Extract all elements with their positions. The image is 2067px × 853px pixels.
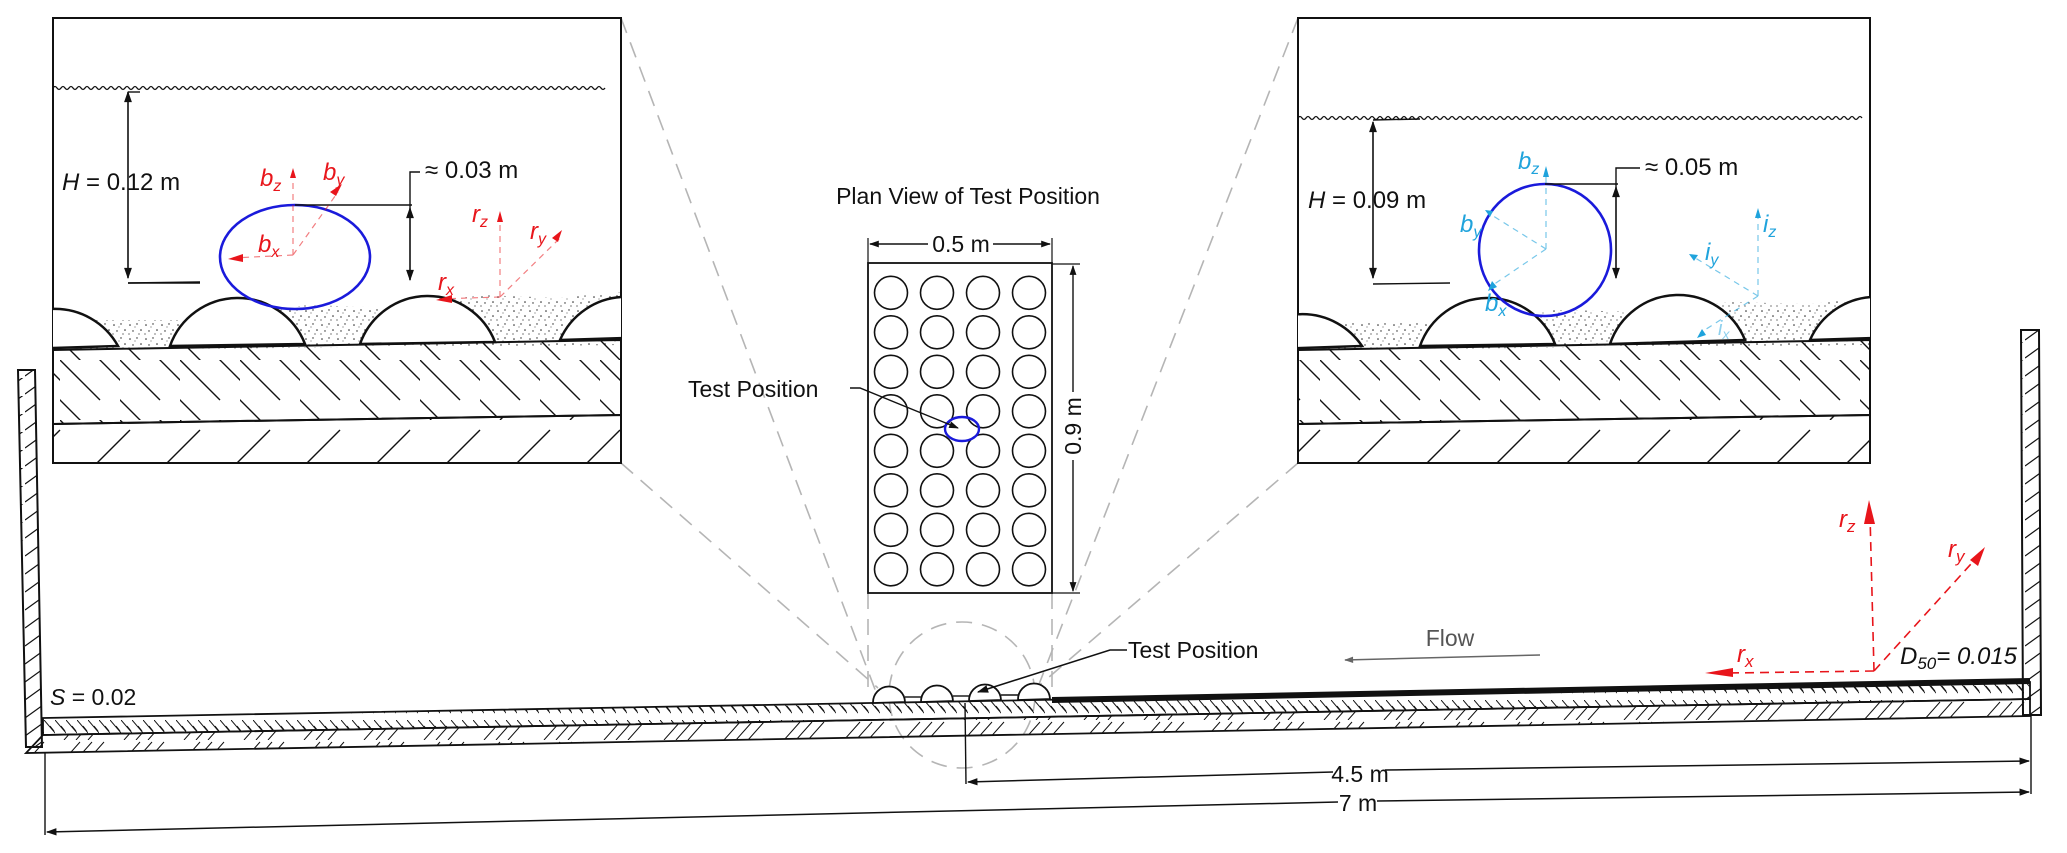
flume-test-position-label: Test Position bbox=[1128, 637, 1258, 663]
right-bz-label: bz bbox=[1518, 148, 1539, 178]
bed-grains bbox=[53, 294, 621, 350]
plan-grain bbox=[919, 472, 955, 508]
plan-grain bbox=[1011, 512, 1047, 548]
right-detail-panel: H = 0.09 m ≈ 0.05 m bz by bx iz iy ix bbox=[1297, 17, 1871, 464]
plan-grain bbox=[873, 393, 909, 429]
right-inertial-axes bbox=[1691, 215, 1759, 334]
left-ry-label: ry bbox=[530, 218, 547, 248]
right-ix-label: ix bbox=[1718, 318, 1730, 342]
right-iz-label: iz bbox=[1763, 211, 1776, 241]
zoom-guide-lines bbox=[620, 17, 1299, 769]
plan-grain bbox=[873, 472, 909, 508]
plan-grain bbox=[873, 314, 909, 350]
plan-length-label: 0.9 m bbox=[1060, 397, 1086, 455]
plan-grain bbox=[873, 275, 909, 311]
plan-grain bbox=[873, 354, 909, 390]
plan-grain bbox=[873, 551, 909, 587]
left-ref-axes bbox=[437, 218, 561, 300]
roughness-layer bbox=[1052, 678, 2030, 703]
dim-4-5m-label: 4.5 m bbox=[1331, 761, 1389, 787]
plan-grain bbox=[965, 314, 1001, 350]
plan-grain bbox=[1011, 275, 1047, 311]
plan-view-title: Plan View of Test Position bbox=[836, 183, 1100, 209]
plan-grain bbox=[1011, 433, 1047, 469]
plan-grain bbox=[919, 393, 955, 429]
right-wall bbox=[2019, 329, 2043, 716]
plan-grain bbox=[965, 433, 1001, 469]
plan-test-position-label: Test Position bbox=[688, 376, 818, 402]
plan-grain bbox=[965, 472, 1001, 508]
right-bx-label: bx bbox=[1485, 290, 1507, 320]
right-protrusion-label: ≈ 0.05 m bbox=[1645, 154, 1738, 181]
left-by-label: by bbox=[323, 159, 345, 189]
left-protrusion-label: ≈ 0.03 m bbox=[425, 157, 518, 184]
right-body-axes bbox=[1489, 170, 1547, 286]
left-wall bbox=[16, 369, 44, 748]
plan-grain bbox=[919, 354, 955, 390]
plan-grain bbox=[919, 512, 955, 548]
flow-label: Flow bbox=[1426, 625, 1475, 651]
flume-ref-axes bbox=[1727, 514, 1981, 674]
bed-grains bbox=[1298, 293, 1870, 350]
flow-arrow bbox=[1344, 654, 1541, 663]
flume-rx-label: rx bbox=[1737, 641, 1754, 671]
plan-grain bbox=[873, 512, 909, 548]
plan-grain bbox=[1011, 314, 1047, 350]
center-grains bbox=[872, 682, 1051, 704]
plan-grain bbox=[1011, 551, 1047, 587]
gravel-layer bbox=[1298, 338, 1870, 426]
right-by-label: by bbox=[1460, 211, 1482, 241]
left-rz-label: rz bbox=[472, 201, 488, 231]
plan-width-label: 0.5 m bbox=[932, 231, 990, 257]
plan-grain bbox=[873, 433, 909, 469]
plan-grain bbox=[965, 512, 1001, 548]
plan-grid bbox=[873, 275, 1047, 587]
base-layer bbox=[1298, 413, 1870, 463]
plan-grain bbox=[965, 354, 1001, 390]
plan-grain bbox=[965, 551, 1001, 587]
plan-grain bbox=[919, 314, 955, 350]
bed-lower-layer bbox=[23, 698, 2031, 754]
flume-ry-label: ry bbox=[1948, 536, 1966, 566]
gravel-layer bbox=[53, 338, 621, 426]
left-detail-panel: H = 0.12 m ≈ 0.03 m bz by bx rz ry rx bbox=[52, 17, 622, 464]
plan-grain bbox=[919, 551, 955, 587]
flume-rz-label: rz bbox=[1839, 506, 1856, 536]
flume: Test Position S = 0.02 Flow rz ry rx D50… bbox=[16, 329, 2043, 754]
right-iy-label: iy bbox=[1705, 239, 1719, 269]
dim-7m-label: 7 m bbox=[1339, 790, 1377, 816]
plan-view: Plan View of Test Position 0.5 m 0.9 m T… bbox=[688, 183, 1100, 594]
right-depth-label: H = 0.09 m bbox=[1308, 187, 1426, 214]
plan-grain bbox=[919, 275, 955, 311]
water-surface bbox=[53, 85, 606, 91]
left-body-axes bbox=[232, 175, 339, 259]
test-position-marker bbox=[943, 415, 981, 443]
base-layer bbox=[53, 413, 621, 463]
left-bx-label: bx bbox=[258, 231, 280, 261]
left-depth-label: H = 0.12 m bbox=[62, 169, 180, 196]
plan-grain bbox=[919, 433, 955, 469]
d50-label: D50= 0.015 bbox=[1900, 643, 2018, 673]
left-bz-label: bz bbox=[260, 165, 281, 195]
plan-grain bbox=[1011, 393, 1047, 429]
plan-grain bbox=[965, 393, 1001, 429]
slope-label: S = 0.02 bbox=[50, 684, 136, 710]
plan-grain bbox=[1011, 354, 1047, 390]
plan-grain bbox=[1011, 472, 1047, 508]
left-rx-label: rx bbox=[438, 269, 455, 299]
plan-grain bbox=[965, 275, 1001, 311]
dimensions: 4.5 m 7 m bbox=[44, 702, 2032, 836]
